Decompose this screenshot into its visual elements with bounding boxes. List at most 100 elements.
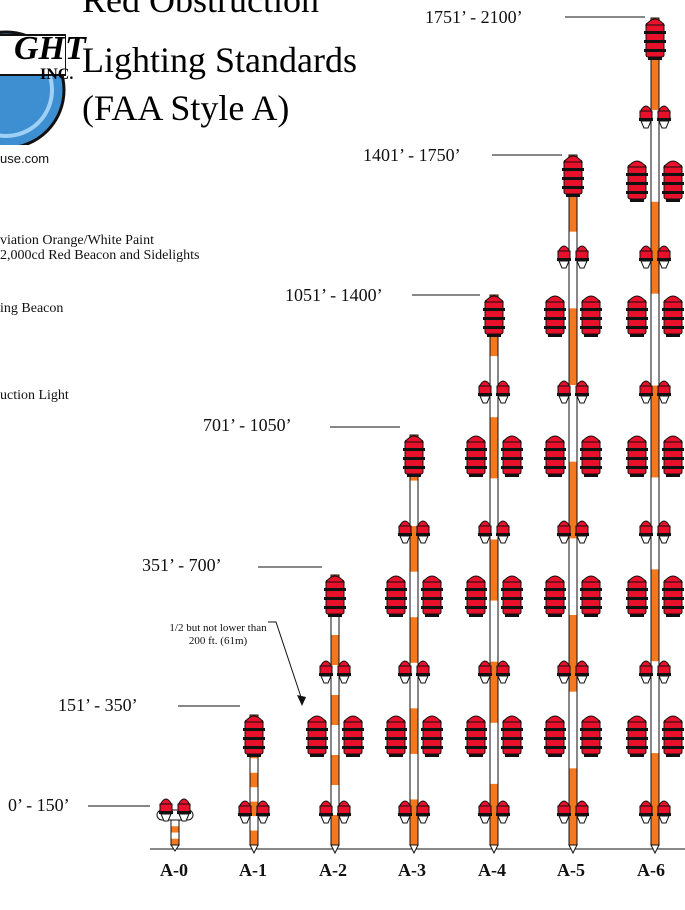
top-beacon	[482, 295, 506, 338]
red-beacon-right	[661, 295, 685, 338]
tower-a4	[489, 294, 499, 855]
mast-orange-band	[490, 539, 498, 601]
top-beacon	[643, 18, 667, 61]
top-beacon	[323, 575, 347, 618]
mast-orange-band	[331, 695, 339, 725]
legend-obstruction: uction Light	[0, 388, 69, 403]
legend-paint: viation Orange/White Paint	[0, 233, 154, 248]
red-beacon-right	[579, 435, 603, 478]
mast-orange-band	[490, 661, 498, 723]
page-title-line-2: Lighting Standards	[82, 40, 357, 80]
mast-orange-band	[410, 799, 418, 845]
mast-foot	[650, 844, 660, 855]
mast-orange-band	[490, 783, 498, 845]
red-beacon-right	[661, 715, 685, 758]
red-beacon-left	[543, 575, 567, 618]
tower-label-a6: A-6	[637, 860, 665, 880]
mast-orange-band	[331, 815, 339, 845]
top-beacon	[561, 155, 585, 198]
red-beacon-left	[464, 715, 488, 758]
red-beacon-left	[625, 295, 649, 338]
mast-orange-band	[250, 801, 258, 817]
range-label-a5: 1401’ - 1750’	[363, 145, 461, 165]
red-beacon-right	[579, 715, 603, 758]
red-beacon-right	[579, 575, 603, 618]
mast-orange-band	[651, 753, 659, 845]
red-beacon-left	[543, 715, 567, 758]
red-beacon-right	[341, 715, 365, 758]
range-label-a3: 701’ - 1050’	[203, 415, 292, 435]
mast-band	[171, 826, 179, 833]
mast-band	[171, 820, 179, 827]
range-label-a1: 151’ - 350’	[58, 695, 138, 715]
tower-label-a0: A-0	[160, 860, 188, 880]
red-beacon-right	[500, 575, 524, 618]
logo-text: GHT	[14, 30, 86, 67]
red-beacon-left	[464, 575, 488, 618]
red-beacon-right	[579, 295, 603, 338]
mast-orange-band	[569, 308, 577, 385]
mast-foot	[489, 844, 499, 855]
red-beacon-right	[661, 160, 685, 203]
tower-label-a4: A-4	[478, 860, 506, 880]
mast-foot	[330, 844, 340, 855]
note-arrow	[268, 621, 303, 701]
mast-orange-band	[410, 617, 418, 663]
red-beacon-left	[384, 715, 408, 758]
tower-a6	[650, 17, 660, 855]
tower-label-a2: A-2	[319, 860, 347, 880]
mast-orange-band	[651, 201, 659, 294]
mast-orange-band	[410, 526, 418, 572]
company-logo	[0, 0, 66, 145]
mast-orange-band	[651, 18, 659, 110]
legend-flashing: ing Beacon	[0, 301, 64, 316]
page-title-line-3: (FAA Style A)	[82, 88, 290, 128]
red-beacon-right	[420, 575, 444, 618]
tower-label-a1: A-1	[239, 860, 267, 880]
mast-foot	[568, 844, 578, 855]
mast-foot	[409, 844, 419, 855]
red-beacon-left	[543, 295, 567, 338]
mast-orange-band	[250, 772, 258, 788]
red-beacon-left	[543, 435, 567, 478]
range-label-a2: 351’ - 700’	[142, 555, 222, 575]
tower-label-a5: A-5	[557, 860, 585, 880]
red-beacon-left	[384, 575, 408, 618]
mast-orange-band	[490, 417, 498, 479]
mast-orange-band	[331, 635, 339, 665]
mast-orange-band	[569, 461, 577, 539]
red-beacon-right	[661, 575, 685, 618]
page-title-line-1: Red Obstruction	[82, 0, 319, 20]
mast-orange-band	[331, 755, 339, 785]
legend-beacon: 2,000cd Red Beacon and Sidelights	[0, 248, 200, 263]
logo-inc-text: INC.	[40, 66, 74, 83]
mast-foot	[249, 844, 259, 855]
mast-orange-band	[651, 569, 659, 662]
top-beacon	[402, 435, 426, 478]
red-beacon-left	[464, 435, 488, 478]
mast-orange-band	[569, 615, 577, 692]
range-label-a6: 1751’ - 2100’	[425, 7, 523, 27]
red-beacon-left	[625, 575, 649, 618]
note-arrowhead	[297, 695, 306, 706]
mast-band	[171, 838, 179, 845]
mast-foot	[170, 844, 180, 852]
mast-orange-band	[250, 830, 258, 845]
range-label-a0: 0’ - 150’	[8, 795, 70, 815]
red-beacon-left	[625, 435, 649, 478]
height-note: 1/2 but not lower than 200 ft. (61m)	[169, 622, 267, 647]
top-beacon	[242, 715, 266, 758]
mast-orange-band	[569, 768, 577, 845]
mast-band	[171, 832, 179, 839]
red-beacon-left	[625, 715, 649, 758]
red-beacon-left	[625, 160, 649, 203]
red-beacon-right	[500, 435, 524, 478]
red-beacon-left	[305, 715, 329, 758]
mast-orange-band	[410, 708, 418, 754]
range-label-a4: 1051’ - 1400’	[285, 285, 383, 305]
red-beacon-right	[420, 715, 444, 758]
red-beacon-right	[500, 715, 524, 758]
red-beacon-right	[661, 435, 685, 478]
website-text: use.com	[0, 151, 50, 166]
